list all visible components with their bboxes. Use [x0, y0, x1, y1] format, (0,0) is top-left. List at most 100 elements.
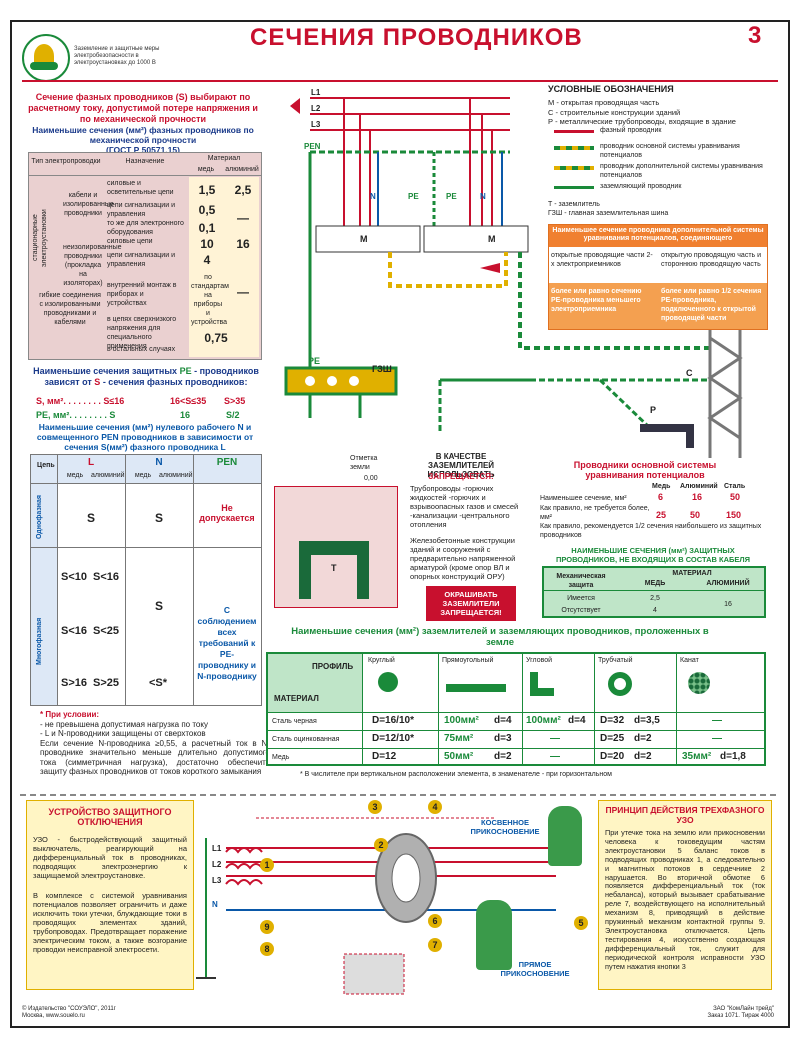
- pt-c2: МЕДЬ: [644, 580, 666, 587]
- n-sub-al2: алюминий: [159, 472, 193, 479]
- add-c3: более или равно сечению PE-проводника ме…: [551, 288, 642, 313]
- uzo-principle-title: ПРИНЦИП ДЕЙСТВИЯ ТРЕХФАЗНОГО УЗО: [605, 805, 765, 825]
- bottom-divider: [20, 794, 780, 796]
- uzo-num-3: 3: [368, 800, 382, 814]
- forbidden-subtitle: ЗАПРЕЩАЕТСЯ:: [428, 472, 494, 481]
- uzo-diagram: [196, 817, 556, 995]
- gt-r1-m: Сталь оцинкованная: [272, 736, 340, 743]
- gt-r2-v5: D=20: [600, 751, 625, 762]
- pe-row1-b: 16<S≤35: [170, 396, 207, 406]
- rope-profile-icon: [688, 672, 710, 694]
- n-table: Цепь L N PEN медь алюминий медь алюминий…: [30, 454, 262, 706]
- n-notes: * При условии: - не превышена допустимая…: [40, 710, 270, 777]
- ground-table: ПРОФИЛЬ МАТЕРИАЛ Круглый Прямоугольный У…: [266, 652, 766, 766]
- uzo-right-box: ПРИНЦИП ДЕЙСТВИЯ ТРЕХФАЗНОГО УЗО При уте…: [598, 800, 772, 990]
- pe-title-b: - проводников зависят от: [44, 366, 259, 387]
- purpose-8: в остальных случаях: [107, 346, 176, 353]
- add-c1: открытые проводящие части 2-х электропри…: [551, 252, 653, 268]
- legend-line-m: М - открытая проводящая часть: [548, 98, 660, 107]
- al-1: 2,5: [234, 183, 252, 197]
- pe-title-a: Наименьшие сечения защитных: [33, 366, 180, 376]
- col-material: Материал: [207, 155, 241, 162]
- add-c2: открытую проводящую часть и стороннюю пр…: [661, 252, 762, 268]
- n-sub-cu1: медь: [66, 472, 84, 479]
- n-col-chain: Цепь: [37, 462, 55, 469]
- uzo-l1: L1: [212, 844, 222, 853]
- uzo-num-7: 7: [428, 938, 442, 952]
- pipe-profile-icon: [608, 672, 632, 696]
- purpose-5: цепи сигнализации и управления: [107, 252, 175, 268]
- mc-head-cu: Медь: [652, 483, 671, 490]
- gt-pipe: Трубчатый: [598, 657, 633, 664]
- col-purpose: Назначение: [125, 158, 165, 165]
- gt-r1-v0: D=12/10*: [372, 733, 414, 744]
- pt-r1-1: 2,5: [650, 595, 660, 602]
- pe-row2-a: PE, мм². . . . . . . . S: [36, 410, 116, 420]
- pt-r2-0: Отсутствует: [561, 607, 601, 614]
- row-type-2: неизолированные проводники (прокладка на…: [63, 244, 122, 287]
- row-type-3: гибкие соединения с изолированными прово…: [39, 292, 101, 326]
- gt-profile: ПРОФИЛЬ: [312, 662, 354, 671]
- protect-title: НАИМЕНЬШИЕ СЕЧЕНИЯ (мм²) ЗАЩИТНЫХ ПРОВОД…: [555, 546, 751, 564]
- pt-c1: МАТЕРИАЛ: [672, 570, 712, 577]
- mc-r2-al: 50: [690, 510, 701, 520]
- al-4: 16: [236, 237, 250, 251]
- n-single-label: Однофазная: [36, 494, 43, 539]
- uzo-l2: L2: [212, 860, 222, 869]
- uzo-num-6: 6: [428, 914, 442, 928]
- forbidden-paint: ОКРАШИВАТЬ ЗАЗЕМЛИТЕЛИ ЗАПРЕЩАЕТСЯ!: [426, 586, 516, 621]
- note-2: - L и N-проводники защищены от сверхтоко…: [40, 729, 206, 738]
- n-m1-cu: S<10: [61, 571, 87, 583]
- scheme-pen: PEN: [304, 142, 321, 151]
- col-cu: медь: [197, 166, 215, 173]
- purpose-6: внутренний монтаж в приборах и устройств…: [107, 282, 177, 307]
- pe-title-pe: PE: [179, 366, 192, 376]
- gt-r1-v3: —: [550, 733, 560, 744]
- forbidden-b2: Железобетонные конструкции зданий и соор…: [410, 536, 516, 581]
- pe-row1-c: S>35: [224, 396, 246, 406]
- forbidden-b1: Трубопроводы -горючих жидкостей -горючих…: [410, 484, 519, 529]
- scheme-gzsh: ГЗШ: [372, 364, 392, 374]
- uzo-p2: В комплексе с системой уравнивания потен…: [33, 891, 187, 954]
- mc-note: Как правило, рекомендуется 1/2 сечения н…: [540, 523, 762, 539]
- cu-4: 10: [200, 237, 214, 251]
- footer-left-2: Москва, www.souelo.ru: [22, 1013, 85, 1019]
- ground-title: Наименьшие сечения (мм²) заземлителей и …: [291, 626, 709, 648]
- uzo-num-9: 9: [260, 920, 274, 934]
- forbidden-title: В КАЧЕСТВЕ ЗАЗЕМЛИТЕЛЕЙ ИСПОЛЬЗОВАТЬ: [427, 452, 495, 479]
- legend-phase: фазный проводник: [600, 127, 662, 134]
- purpose-1: силовые и осветительные цепи: [107, 180, 174, 196]
- purpose-2: цепи сигнализации и управления: [107, 202, 175, 218]
- n-col-pen: PEN: [216, 457, 238, 468]
- header-divider: [22, 80, 778, 82]
- footer-left: © Издательство "СОУЭЛО", 2011г Москва, w…: [22, 1006, 116, 1020]
- phase-table-gost: (ГОСТ Р 50571.15): [106, 145, 180, 155]
- scheme-pe-b: PE: [446, 192, 457, 201]
- pt-c0: Механическая защита: [556, 573, 606, 589]
- rect-profile-icon: [446, 684, 506, 692]
- gt-r2-v3: —: [550, 751, 560, 762]
- cu-2: 0,5: [198, 203, 216, 217]
- gt-r1-v6: d=2: [634, 733, 652, 744]
- ground-zero: 0,00: [364, 475, 378, 482]
- scheme-m-b: M: [488, 234, 496, 244]
- legend-title: УСЛОВНЫЕ ОБОЗНАЧЕНИЯ: [548, 84, 674, 94]
- al-6: —: [237, 285, 249, 299]
- uzo-n: N: [212, 900, 218, 909]
- n-m1-al: S<16: [93, 571, 119, 583]
- gt-r1-v7: —: [712, 733, 722, 744]
- pe-title-s: S: [94, 377, 101, 387]
- uzo-num-8: 8: [260, 942, 274, 956]
- gt-r0-v4: d=4: [568, 715, 586, 726]
- n-m3-cu: S>16: [61, 677, 87, 689]
- gt-r0-m: Сталь черная: [272, 718, 317, 725]
- pe-title-c: - сечения фазных проводников:: [100, 377, 248, 387]
- mc-r1-st: 50: [730, 492, 741, 502]
- add-table: Наименьшее сечение проводника дополнител…: [548, 224, 768, 330]
- main-cond-title: Проводники основной системы уравнивания …: [573, 460, 717, 480]
- scheme-pe-a: PE: [408, 192, 419, 201]
- row-group: стационарные электроустановки: [32, 209, 48, 267]
- logo-icon: [22, 34, 70, 82]
- n-m3-al: S>25: [93, 677, 119, 689]
- worker-figure-2-icon: [476, 900, 512, 970]
